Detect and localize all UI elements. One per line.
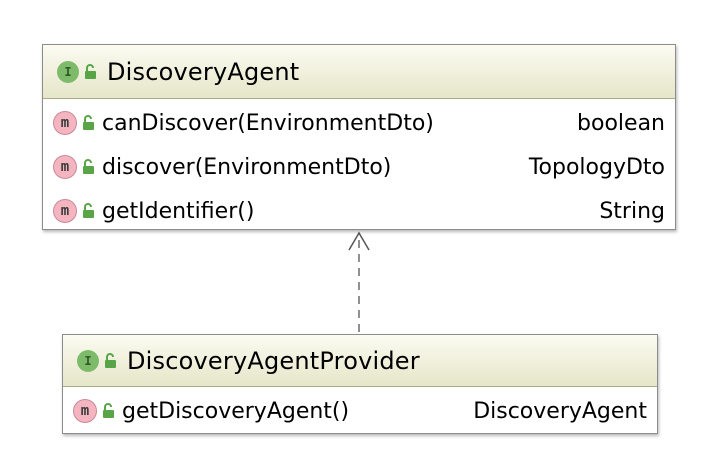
- class-header: I DiscoveryAgent: [43, 45, 675, 99]
- class-header: I DiscoveryAgentProvider: [63, 335, 657, 387]
- open-lock-icon: [103, 403, 114, 418]
- method-return-type: boolean: [577, 110, 665, 136]
- method-row[interactable]: m discover(EnvironmentDto) TopologyDto: [43, 145, 675, 189]
- method-signature: getIdentifier(): [102, 198, 255, 224]
- member-list: m canDiscover(EnvironmentDto) boolean m …: [43, 99, 675, 233]
- member-list: m getDiscoveryAgent() DiscoveryAgent: [63, 387, 657, 433]
- open-lock-icon: [83, 115, 94, 130]
- method-badge-icon: m: [73, 399, 97, 423]
- interface-badge-icon: I: [77, 349, 99, 372]
- class-discovery-agent[interactable]: I DiscoveryAgent m canDiscover(Environme…: [42, 44, 676, 230]
- method-return-type: DiscoveryAgent: [473, 398, 647, 424]
- method-return-type: String: [599, 198, 665, 224]
- method-row[interactable]: m getDiscoveryAgent() DiscoveryAgent: [63, 389, 657, 433]
- interface-badge-icon: I: [57, 60, 79, 83]
- method-return-type: TopologyDto: [528, 154, 665, 180]
- method-signature: getDiscoveryAgent(): [122, 398, 350, 424]
- arrowhead: [348, 231, 370, 251]
- open-lock-icon: [83, 159, 94, 174]
- class-name: DiscoveryAgentProvider: [127, 346, 420, 375]
- class-discovery-agent-provider[interactable]: I DiscoveryAgentProvider m getDiscoveryA…: [62, 334, 658, 434]
- class-name: DiscoveryAgent: [107, 57, 300, 86]
- method-signature: discover(EnvironmentDto): [102, 154, 392, 180]
- open-lock-icon: [85, 63, 96, 79]
- method-row[interactable]: m getIdentifier() String: [43, 189, 675, 233]
- open-lock-icon: [83, 203, 94, 218]
- method-badge-icon: m: [53, 199, 77, 223]
- method-badge-icon: m: [53, 111, 77, 135]
- method-row[interactable]: m canDiscover(EnvironmentDto) boolean: [43, 101, 675, 145]
- open-lock-icon: [105, 352, 116, 368]
- method-signature: canDiscover(EnvironmentDto): [102, 110, 434, 136]
- method-badge-icon: m: [53, 155, 77, 179]
